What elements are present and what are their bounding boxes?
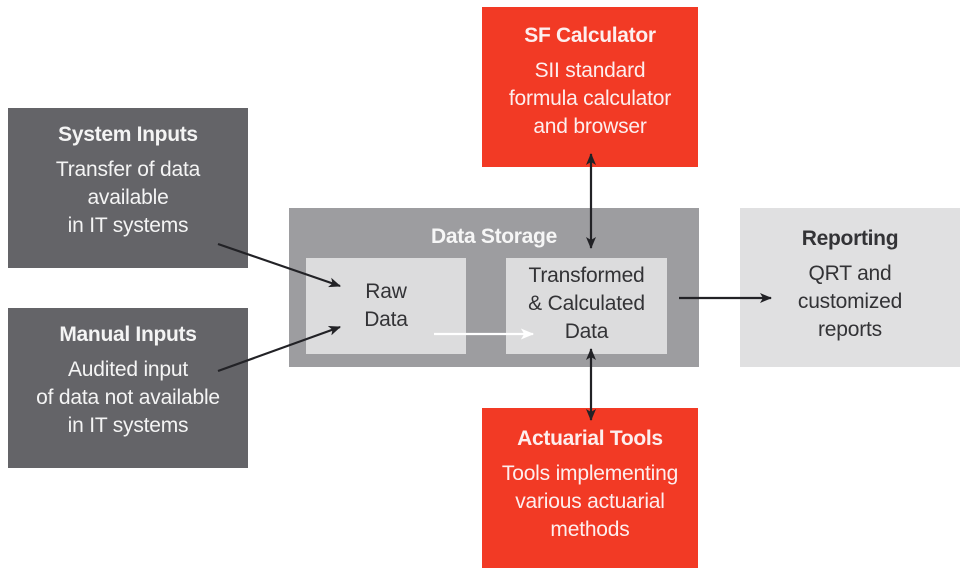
reporting-description: QRT and customized reports [740, 260, 960, 344]
actuarial-tools-line: methods [550, 518, 630, 541]
transformed-data-line: & Calculated [528, 292, 645, 315]
system-inputs-line: Transfer of data [55, 158, 201, 181]
reporting-box: Reporting QRT and customized reports [740, 208, 960, 367]
reporting-line: QRT and [808, 262, 892, 285]
sf-calculator-title: SF Calculator [524, 24, 656, 47]
reporting-line: customized [797, 290, 903, 313]
system-inputs-description: Transfer of data available in IT systems [8, 156, 248, 240]
system-inputs-line: in IT systems [67, 214, 189, 237]
manual-inputs-line: of data not available [36, 386, 220, 409]
manual-inputs-box: Manual Inputs Audited input of data not … [8, 308, 248, 468]
actuarial-tools-line: Tools implementing [501, 462, 679, 485]
arrow-manual-to-raw [217, 325, 341, 373]
reporting-title: Reporting [801, 227, 899, 250]
actuarial-tools-line: various actuarial [515, 490, 665, 513]
transformed-data-line: Data [564, 320, 609, 343]
actuarial-tools-box: Actuarial Tools Tools implementing vario… [482, 408, 698, 568]
manual-inputs-title: Manual Inputs [59, 323, 197, 346]
system-inputs-box: System Inputs Transfer of data available… [8, 108, 248, 268]
data-storage-title: Data Storage [431, 225, 557, 248]
sf-calculator-line: SII standard [534, 59, 646, 82]
raw-data-label: Raw Data [306, 278, 466, 334]
system-inputs-line: available [87, 186, 169, 209]
system-inputs-title: System Inputs [58, 123, 198, 146]
manual-inputs-line: in IT systems [67, 414, 189, 437]
actuarial-tools-description: Tools implementing various actuarial met… [482, 460, 698, 544]
arrow-system-to-raw [217, 242, 341, 288]
raw-data-line: Data [364, 308, 408, 331]
sf-calculator-description: SII standard formula calculator and brow… [482, 57, 698, 141]
transformed-data-label: Transformed & Calculated Data [506, 262, 667, 346]
sf-calculator-line: formula calculator [508, 87, 672, 110]
sf-calculator-line: and browser [533, 115, 647, 138]
raw-data-line: Raw [365, 280, 407, 303]
transformed-data-line: Transformed [528, 264, 645, 287]
raw-data-box: Raw Data [306, 258, 466, 354]
manual-inputs-line: Audited input [68, 358, 188, 381]
manual-inputs-description: Audited input of data not available in I… [8, 356, 248, 440]
actuarial-tools-title: Actuarial Tools [517, 427, 663, 450]
sf-calculator-box: SF Calculator SII standard formula calcu… [482, 7, 698, 167]
reporting-line: reports [818, 318, 882, 341]
